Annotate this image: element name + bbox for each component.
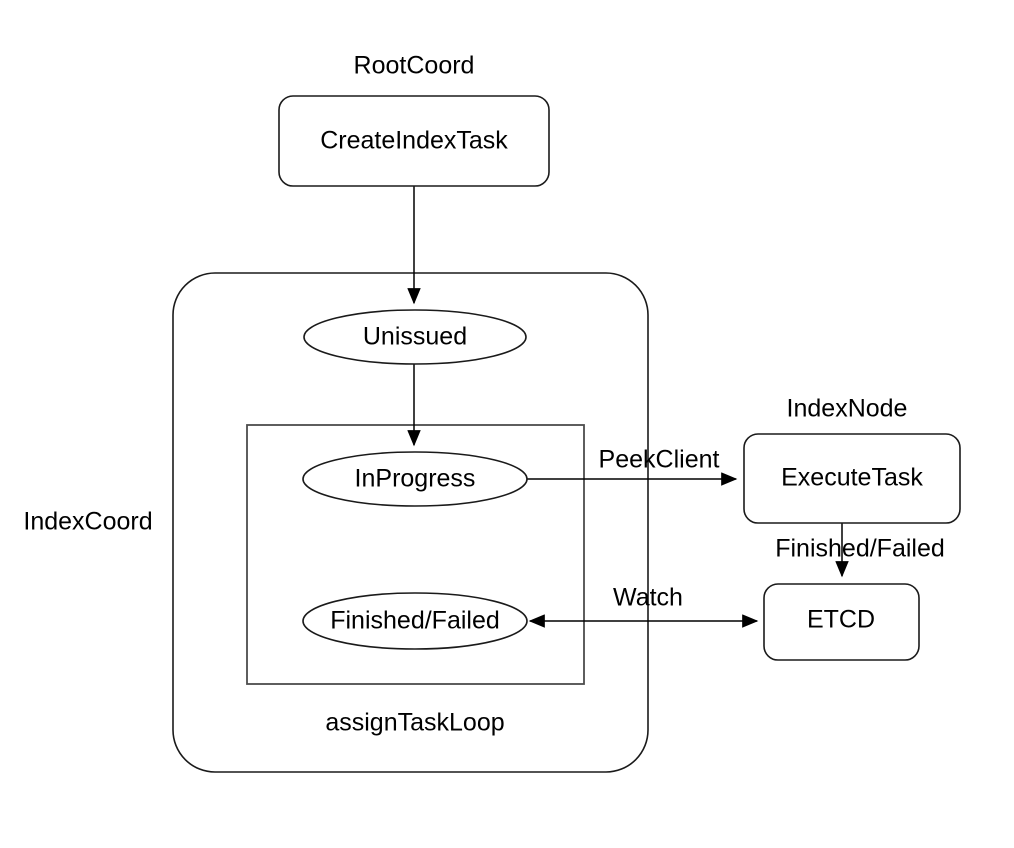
group-label-assign-task-loop: assignTaskLoop [325, 709, 504, 737]
node-unissued-label: Unissued [363, 323, 467, 351]
edge-label-finished-failed: Finished/Failed [775, 535, 945, 563]
index-coord-container [172, 272, 649, 773]
edge-label-watch: Watch [613, 584, 683, 612]
node-create-index-task[interactable] [278, 95, 550, 187]
node-unissued[interactable] [303, 309, 527, 365]
node-create-index-task-label: CreateIndexTask [320, 127, 508, 155]
node-in-progress-label: InProgress [355, 465, 476, 493]
node-etcd-label: ETCD [807, 606, 875, 634]
group-label-index-coord: IndexCoord [23, 508, 152, 536]
node-finished-failed-label: Finished/Failed [330, 607, 500, 635]
edge-label-peek-client: PeekClient [599, 446, 720, 474]
node-etcd[interactable] [763, 583, 920, 661]
node-execute-task-label: ExecuteTask [781, 464, 923, 492]
group-label-root-coord: RootCoord [354, 52, 475, 80]
group-label-index-node: IndexNode [787, 395, 908, 423]
node-finished-failed[interactable] [302, 592, 528, 650]
assign-task-loop-container [246, 424, 585, 685]
node-execute-task[interactable] [743, 433, 961, 524]
node-in-progress[interactable] [302, 451, 528, 507]
